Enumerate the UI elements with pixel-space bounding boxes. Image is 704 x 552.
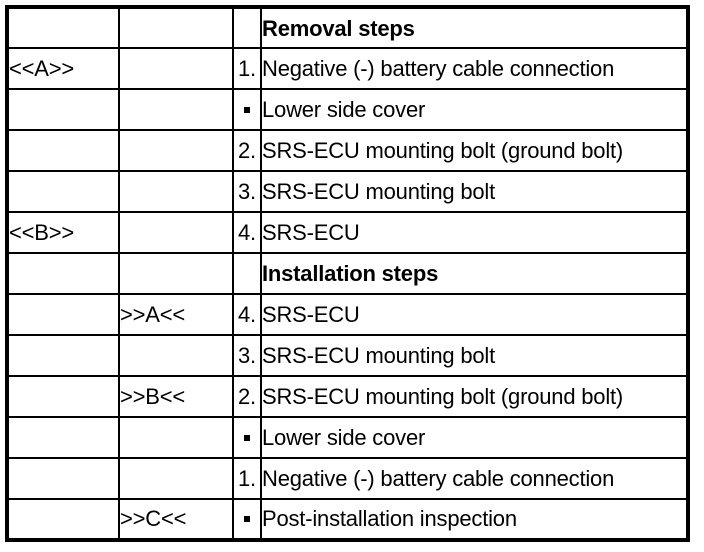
table-row: Lower side cover xyxy=(9,88,686,132)
empty-cell xyxy=(9,170,120,214)
step-number-cell: 1. xyxy=(232,47,262,91)
steps-table: Removal steps<<A>>1.Negative (-) battery… xyxy=(9,9,686,538)
empty-cell xyxy=(232,9,262,50)
step-description-cell: SRS-ECU mounting bolt xyxy=(260,170,686,214)
table-row: 2.SRS-ECU mounting bolt (ground bolt) xyxy=(9,129,686,173)
section-header-cell: Removal steps xyxy=(260,9,686,50)
table-row: <<B>> 4.SRS-ECU xyxy=(9,211,686,254)
step-description-cell: SRS-ECU mounting bolt (ground bolt) xyxy=(260,374,686,418)
empty-cell xyxy=(9,129,120,173)
step-description-cell: Negative (-) battery cable connection xyxy=(260,456,686,500)
table-row: 3.SRS-ECU mounting bolt xyxy=(9,170,686,214)
bullet-square-icon xyxy=(244,516,250,523)
step-bullet-marker xyxy=(232,88,262,132)
bullet-square-icon xyxy=(244,434,250,441)
table-row: 3.SRS-ECU mounting bolt xyxy=(9,333,686,377)
step-description-cell: Negative (-) battery cable connection xyxy=(260,47,686,91)
step-number-cell: 3. xyxy=(232,170,262,214)
empty-cell xyxy=(118,9,234,50)
empty-cell xyxy=(118,211,234,254)
empty-cell xyxy=(118,170,234,214)
step-description-cell: Post-installation inspection xyxy=(260,497,686,538)
empty-cell xyxy=(9,374,120,418)
step-description-cell: SRS-ECU mounting bolt (ground bolt) xyxy=(260,129,686,173)
step-number-cell: 2. xyxy=(232,374,262,418)
empty-cell xyxy=(118,333,234,377)
step-description-cell: Lower side cover xyxy=(260,88,686,132)
table-row: >>B<<2.SRS-ECU mounting bolt (ground bol… xyxy=(9,374,686,418)
installation-marker-cell: >>B<< xyxy=(118,374,234,418)
removal-marker-cell: <<B>> xyxy=(9,211,120,254)
empty-cell xyxy=(118,456,234,500)
empty-cell xyxy=(118,251,234,295)
table-row: 1.Negative (-) battery cable connection xyxy=(9,456,686,500)
table-row: >>C<< Post-installation inspection xyxy=(9,497,686,538)
table-row: <<A>> 1.Negative (-) battery cable connec… xyxy=(9,47,686,91)
empty-cell xyxy=(118,415,234,459)
step-number-cell: 2. xyxy=(232,129,262,173)
step-description-cell: Lower side cover xyxy=(260,415,686,459)
empty-cell xyxy=(9,497,120,538)
empty-cell xyxy=(9,415,120,459)
empty-cell xyxy=(9,292,120,336)
empty-cell xyxy=(118,88,234,132)
table-row: Installation steps xyxy=(9,251,686,295)
installation-marker-cell: >>A<< xyxy=(118,292,234,336)
empty-cell xyxy=(118,129,234,173)
bullet-square-icon xyxy=(244,107,250,114)
empty-cell xyxy=(9,88,120,132)
step-number-cell: 4. xyxy=(232,292,262,336)
empty-cell xyxy=(9,333,120,377)
steps-table-body: Removal steps<<A>>1.Negative (-) battery… xyxy=(9,9,686,538)
empty-cell xyxy=(9,251,120,295)
table-row: >>A<<4.SRS-ECU xyxy=(9,292,686,336)
removal-installation-steps-table: Removal steps<<A>>1.Negative (-) battery… xyxy=(5,5,690,542)
step-number-cell: 3. xyxy=(232,333,262,377)
step-description-cell: SRS-ECU xyxy=(260,211,686,254)
empty-cell xyxy=(9,9,120,50)
step-number-cell: 4. xyxy=(232,211,262,254)
empty-cell xyxy=(232,251,262,295)
step-description-cell: SRS-ECU mounting bolt xyxy=(260,333,686,377)
removal-marker-cell: <<A>> xyxy=(9,47,120,91)
table-row: Removal steps xyxy=(9,9,686,50)
step-number-cell: 1. xyxy=(232,456,262,500)
installation-marker-cell: >>C<< xyxy=(118,497,234,538)
empty-cell xyxy=(118,47,234,91)
step-bullet-marker xyxy=(232,415,262,459)
empty-cell xyxy=(9,456,120,500)
table-row: Lower side cover xyxy=(9,415,686,459)
step-description-cell: SRS-ECU xyxy=(260,292,686,336)
step-bullet-marker xyxy=(232,497,262,538)
section-header-cell: Installation steps xyxy=(260,251,686,295)
